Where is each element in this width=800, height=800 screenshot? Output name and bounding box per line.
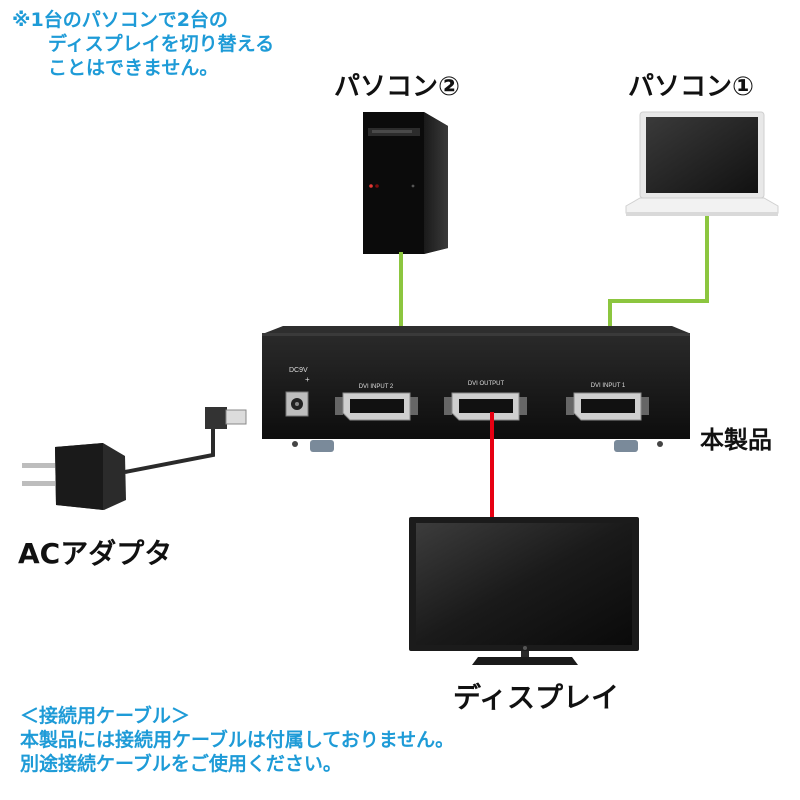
bottom-note-line-1: 本製品には接続用ケーブルは付属しておりません。 <box>20 729 455 751</box>
port-output-label: DVI OUTPUT <box>468 381 505 387</box>
top-note-line-1: ※1台のパソコンで2台の <box>12 9 228 31</box>
top-note-line-3: ことはできません。 <box>48 57 219 79</box>
dc-label: DC9V <box>289 367 308 374</box>
port-input1-label: DVI INPUT 1 <box>591 383 626 389</box>
dvi-input1-port <box>566 392 649 421</box>
top-note: ※1台のパソコンで2台の ディスプレイを切り替える ことはできません。 <box>12 8 274 80</box>
display-icon <box>409 517 639 665</box>
bottom-note: ＜接続用ケーブル＞ 本製品には接続用ケーブルは付属しておりません。 別途接続ケー… <box>20 704 454 776</box>
bottom-note-heading: ＜接続用ケーブル＞ <box>20 705 190 727</box>
port-input2-label: DVI INPUT 2 <box>359 384 394 390</box>
bottom-note-line-2: 別途接続ケーブルをご使用ください。 <box>20 753 342 775</box>
kvm-switch-product: DC9V + DVI INPUT 2 DVI OUTPUT DVI INPUT … <box>262 326 690 452</box>
top-note-line-2: ディスプレイを切り替える <box>48 33 275 55</box>
laptop-pc-icon <box>625 111 779 216</box>
dvi-input2-port <box>335 392 418 421</box>
display-label: ディスプレイ <box>453 681 620 714</box>
pc2-label: パソコン② <box>334 72 461 102</box>
product-label: 本製品 <box>700 426 772 454</box>
ac-adapter-label: ACアダプタ <box>18 537 173 570</box>
dvi-output-port <box>444 392 527 421</box>
ac-adapter-icon <box>22 407 247 510</box>
dc-polarity: + <box>305 375 310 384</box>
desktop-pc-icon <box>363 112 448 254</box>
pc1-label: パソコン① <box>628 72 755 102</box>
